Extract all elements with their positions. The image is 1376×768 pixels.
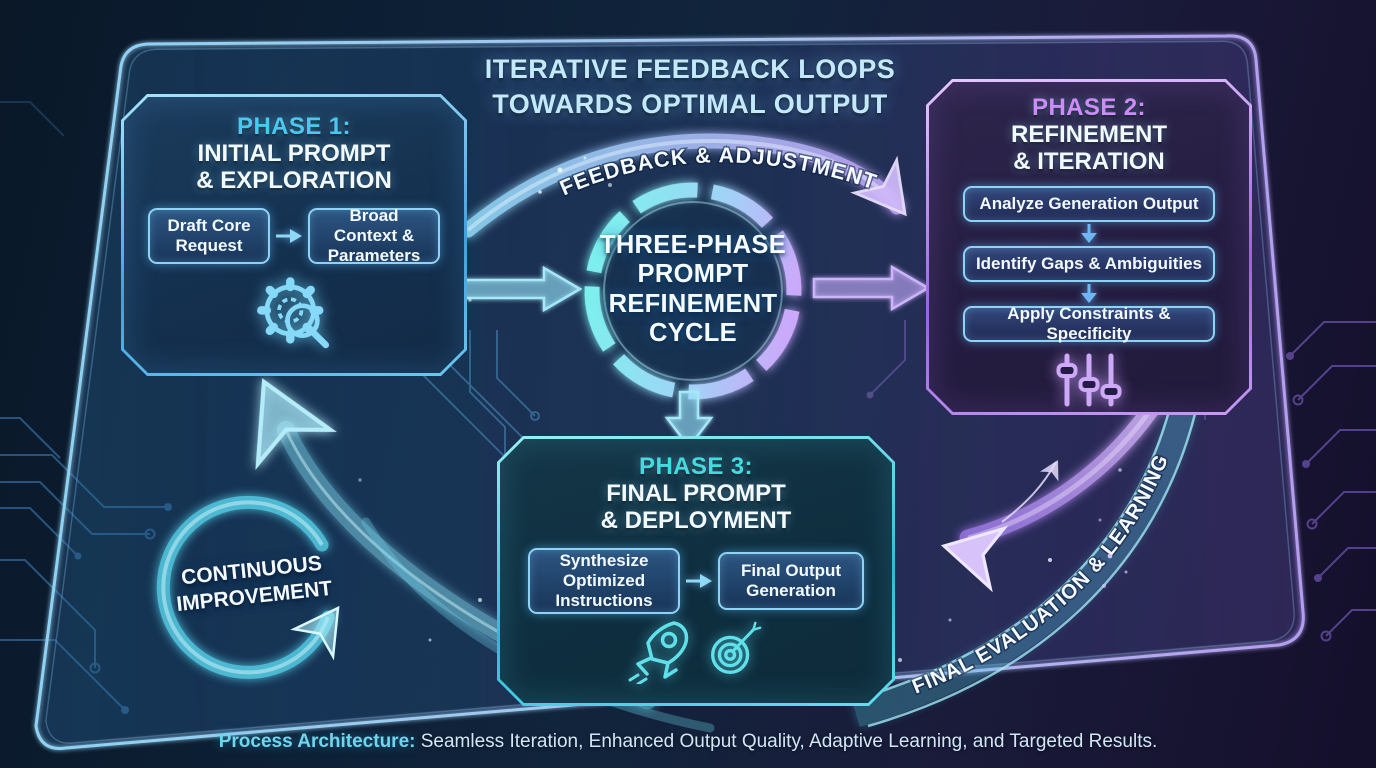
center-to-phase3-arrow: [664, 390, 714, 450]
phase1-steps: Draft Core Request Broad Context & Param…: [148, 208, 440, 264]
phase2-title-line2: & ITERATION: [1013, 147, 1165, 175]
cycle-title-line2: PROMPT: [637, 260, 749, 289]
phase2-steps: Analyze Generation Output Identify Gaps …: [963, 186, 1215, 342]
evaluation-band: [845, 399, 1198, 728]
phase1-title: INITIAL PROMPT & EXPLORATION: [196, 141, 392, 195]
phase3-title-line1: FINAL PROMPT: [606, 480, 786, 507]
step-final-output-generation: Final Output Generation: [718, 552, 864, 610]
phase2-box: PHASE 2: REFINEMENT & ITERATION Analyze …: [926, 79, 1252, 415]
gear-magnifier-icon: [248, 273, 340, 359]
arc-arrowhead-icon: [850, 155, 907, 217]
cycle-title-line3: REFINEMENT: [608, 289, 778, 318]
down-arrow-icon: [1079, 224, 1099, 244]
phase3-box: PHASE 3: FINAL PROMPT & DEPLOYMENT Synth…: [497, 436, 895, 706]
up-arrowhead-icon: [255, 378, 337, 470]
phase1-title-line2: & EXPLORATION: [196, 166, 392, 194]
rocket-icon: [627, 618, 691, 684]
cycle-title-line1: THREE-PHASE: [599, 231, 787, 259]
footer-lead: Process Architecture:: [218, 731, 416, 752]
phase2-title: REFINEMENT & ITERATION: [1011, 122, 1167, 176]
phase3-title: FINAL PROMPT & DEPLOYMENT: [601, 481, 792, 535]
phase2-to-phase3-arrow: [940, 387, 1169, 593]
diagram-title: ITERATIVE FEEDBACK LOOPS TOWARDS OPTIMAL…: [390, 52, 990, 121]
phase1-label: PHASE 1:: [237, 113, 351, 140]
loop-arrowhead-icon: [290, 605, 340, 661]
phase1-title-line1: INITIAL PROMPT: [197, 140, 391, 167]
step-broad-context-parameters: Broad Context & Parameters: [308, 208, 440, 264]
right-arrow-icon: [685, 571, 713, 591]
step-apply-constraints-specificity: Apply Constraints & Specificity: [963, 306, 1215, 342]
sliders-icon: [1051, 351, 1127, 409]
center-to-phase2-arrow: [812, 264, 931, 312]
phase3-icons: [627, 618, 765, 684]
phase1-box: PHASE 1: INITIAL PROMPT & EXPLORATION Dr…: [121, 94, 467, 376]
step-draft-core-request: Draft Core Request: [148, 208, 270, 264]
down-arrow-icon: [1079, 284, 1099, 304]
step-synthesize-optimized-instructions: Synthesize Optimized Instructions: [528, 548, 680, 614]
right-arrow-icon: [275, 226, 303, 246]
phase3-label: PHASE 3:: [639, 453, 753, 480]
purple-arrowhead-icon: [940, 525, 1009, 593]
phase2-title-line1: REFINEMENT: [1011, 121, 1167, 148]
phase3-steps: Synthesize Optimized Instructions Final …: [528, 548, 864, 614]
circuit-traces-right: [1286, 321, 1376, 642]
feedback-arc: [460, 133, 907, 238]
phase3-title-line2: & DEPLOYMENT: [600, 506, 792, 534]
phase2-label: PHASE 2:: [1032, 94, 1146, 121]
footer-text: Seamless Iteration, Enhanced Output Qual…: [415, 731, 1158, 752]
cycle-ring: [584, 182, 802, 400]
title-line1: ITERATIVE FEEDBACK LOOPS: [484, 54, 896, 84]
loop-arrow: [156, 495, 340, 679]
phase1-to-center-arrow: [456, 265, 583, 313]
step-analyze-generation-output: Analyze Generation Output: [963, 186, 1215, 222]
title-line2: TOWARDS OPTIMAL OUTPUT: [492, 88, 888, 119]
cycle-title-line4: CYCLE: [649, 318, 737, 347]
step-identify-gaps-ambiguities: Identify Gaps & Ambiguities: [963, 246, 1215, 282]
cycle-title: THREE-PHASE PROMPT REFINEMENT CYCLE: [590, 231, 796, 348]
target-icon: [703, 620, 765, 682]
footer-caption: Process Architecture: Seamless Iteration…: [0, 731, 1376, 753]
